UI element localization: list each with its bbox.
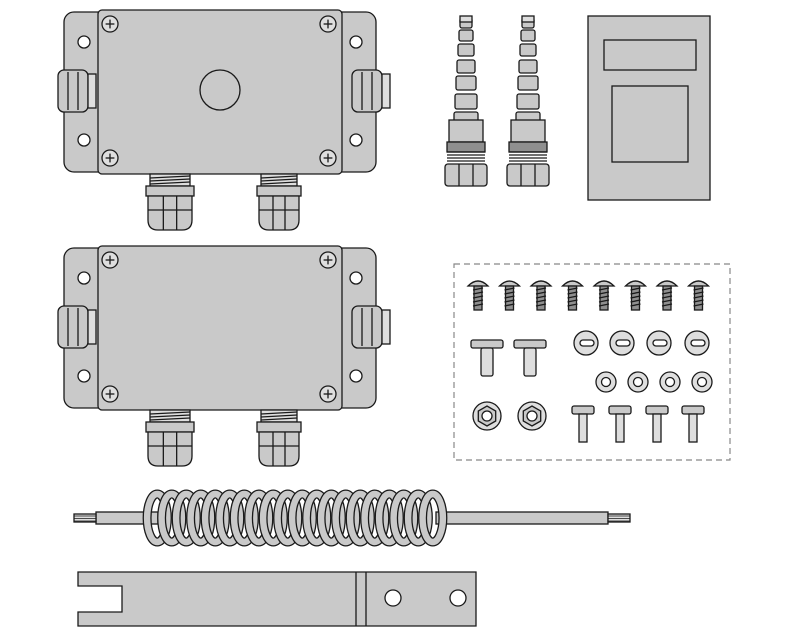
t-pin [608,405,632,443]
coil-loop-fill [230,490,258,546]
coil-loop-fill [245,490,273,546]
coil-loop-fill [404,490,432,546]
slotted-washer [684,330,710,356]
cable-lead-right [435,511,609,525]
flange-hole [349,369,363,383]
coil-loop-fill [172,490,200,546]
hex-nut [472,401,502,431]
coil-loop-fill [201,490,229,546]
pan-head-screw [655,280,679,311]
phillips-screw [101,385,119,403]
pan-head-screw [623,280,648,311]
bottom-cable-gland [145,173,195,231]
t-bolt [513,339,547,377]
wire-end-right [607,513,631,523]
side-cable-gland [57,69,97,113]
label-card [587,15,711,201]
pan-head-screw [592,280,616,311]
long-cable-gland [506,15,550,187]
card-label-strip [603,39,697,71]
bracket-body [77,571,477,627]
long-cable-glands [444,15,550,187]
slotted-washer [646,330,672,356]
pan-head-screw [466,280,490,311]
coil-loop-fill [419,490,447,546]
flat-washer [691,371,713,393]
phillips-screw [101,251,119,269]
flange-hole [77,369,91,383]
flange-hole [77,35,91,49]
wire-end-left [73,513,97,523]
card-window [611,85,689,163]
hardware-bag [453,263,731,461]
bottom-cable-gland [256,409,302,467]
phillips-screw [101,15,119,33]
slotted-washer [609,330,635,356]
side-cable-gland [351,305,391,349]
flange-hole [349,35,363,49]
phillips-screw [319,149,337,167]
t-bolt [470,339,504,377]
flange-hole [77,133,91,147]
coil-loop-fill [361,490,389,546]
bottom-cable-gland [256,173,302,231]
side-cable-gland [57,305,97,349]
flange-hole [349,271,363,285]
phillips-screw [101,149,119,167]
slotted-washer [573,330,599,356]
inspection-window [199,69,241,111]
coil-loop-fill [317,490,345,546]
pan-head-screw [529,280,553,311]
flat-washer [627,371,649,393]
coil-loop-fill [303,490,331,546]
mounting-bracket [77,571,477,627]
t-pin [571,405,595,443]
coil-loop-fill [346,490,374,546]
bracket-hole [384,589,402,607]
phillips-screw [319,15,337,33]
coil-loop-fill [143,490,171,546]
hardware-bag-outline [453,263,731,461]
coil-loop-fill [288,490,316,546]
enclosure-lid [97,245,343,411]
enclosure-with-window [57,9,391,231]
coil-loop-fill [216,490,244,546]
flat-washer [659,371,681,393]
coil-loop-fill [158,490,186,546]
pan-head-screw [686,280,711,311]
pan-head-screw [497,280,522,311]
coil-loop-fill [375,490,403,546]
flange-hole [349,133,363,147]
flange-hole [77,271,91,285]
long-cable-gland [444,15,488,187]
side-cable-gland [351,69,391,113]
coil-loop-fill [332,490,360,546]
hex-nut [517,401,547,431]
pan-head-screw [560,280,585,311]
coil-loop-fill [390,490,418,546]
coiled-cable [73,489,631,547]
coil-loop-fill [259,490,287,546]
phillips-screw [319,385,337,403]
coil-loop-fill [274,490,302,546]
flat-washer [595,371,617,393]
coil-loop-fill [187,490,215,546]
t-pin [645,405,669,443]
t-pin [681,405,705,443]
phillips-screw [319,251,337,269]
enclosure-plain [57,245,391,467]
bracket-hole [449,589,467,607]
bottom-cable-gland [145,409,195,467]
